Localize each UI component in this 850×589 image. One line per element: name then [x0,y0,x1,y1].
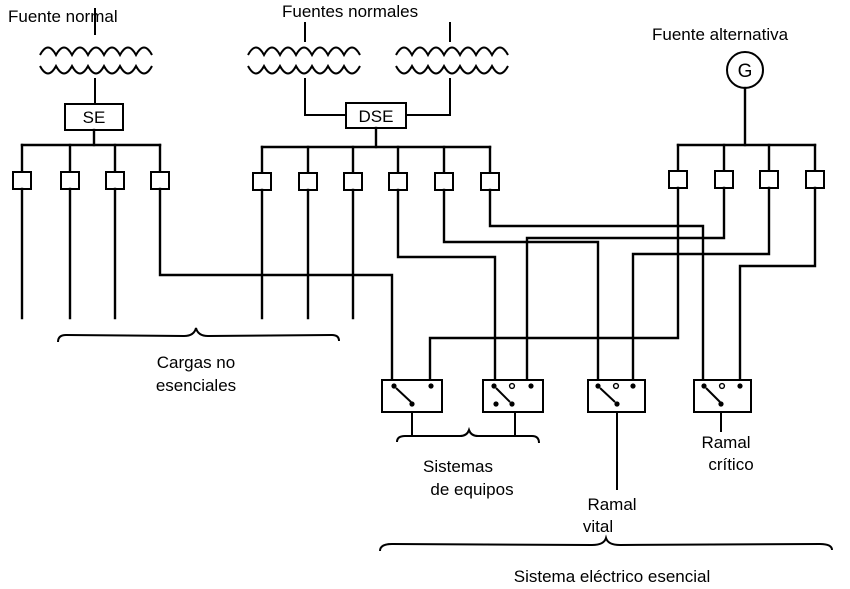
transformer-normal-source [39,8,153,104]
ramal-critico-label-line1: Ramal [701,433,750,452]
breakers [12,170,825,191]
sistemas-label-line1: Sistemas [423,457,493,476]
breaker [343,172,363,191]
normal-feeders-to-transfer-switches [158,187,705,382]
breaker [759,170,779,189]
transfer-switch-equipment-2 [482,379,544,413]
fuente-normal-label: Fuente normal [8,7,118,26]
cargas-label-line2: esenciales [156,376,236,395]
dse-label: DSE [359,107,394,126]
sistema-esencial-label: Sistema eléctrico esencial [514,567,711,586]
transfer-switch-equipment-1 [381,379,443,413]
breaker [434,172,454,191]
breaker [668,170,688,189]
fuentes-normales-label: Fuentes normales [282,2,418,21]
se-switchboard: SE [64,103,124,131]
transformer-normal-source-right [395,22,509,116]
se-bus [20,128,162,174]
breaker [105,171,125,190]
generator: G [726,51,764,147]
transfer-switch-vital [587,379,646,413]
transfer-switch-outputs [411,412,722,490]
breaker [298,172,318,191]
non-essential-feeders [20,187,355,320]
dse-switchboard: DSE [345,102,407,129]
transfer-switch-critical [693,379,752,413]
brace-sistemas [396,426,540,444]
cargas-label-line1: Cargas no [157,353,235,372]
ramal-vital-label-line1: Ramal [587,495,636,514]
breaker [388,172,408,191]
breaker [12,171,32,190]
breaker [60,171,80,190]
brace-sistema-esencial [379,534,833,552]
se-label: SE [83,108,106,127]
ramal-critico-label-line2: crítico [708,455,753,474]
dse-bus [260,126,492,175]
breaker [714,170,734,189]
alternate-bus [676,143,817,173]
ramal-vital-label-line2: vital [583,517,613,536]
transformer-normal-source-left [247,22,361,116]
fuente-alternativa-label: Fuente alternativa [652,25,789,44]
breaker [805,170,825,189]
alternate-feeders-to-transfer-switches [428,186,817,382]
brace-cargas [57,327,340,343]
breaker [150,171,170,190]
generator-label: G [738,61,753,82]
breaker [252,172,272,191]
breaker [480,172,500,191]
sistemas-label-line2: de equipos [430,480,513,499]
